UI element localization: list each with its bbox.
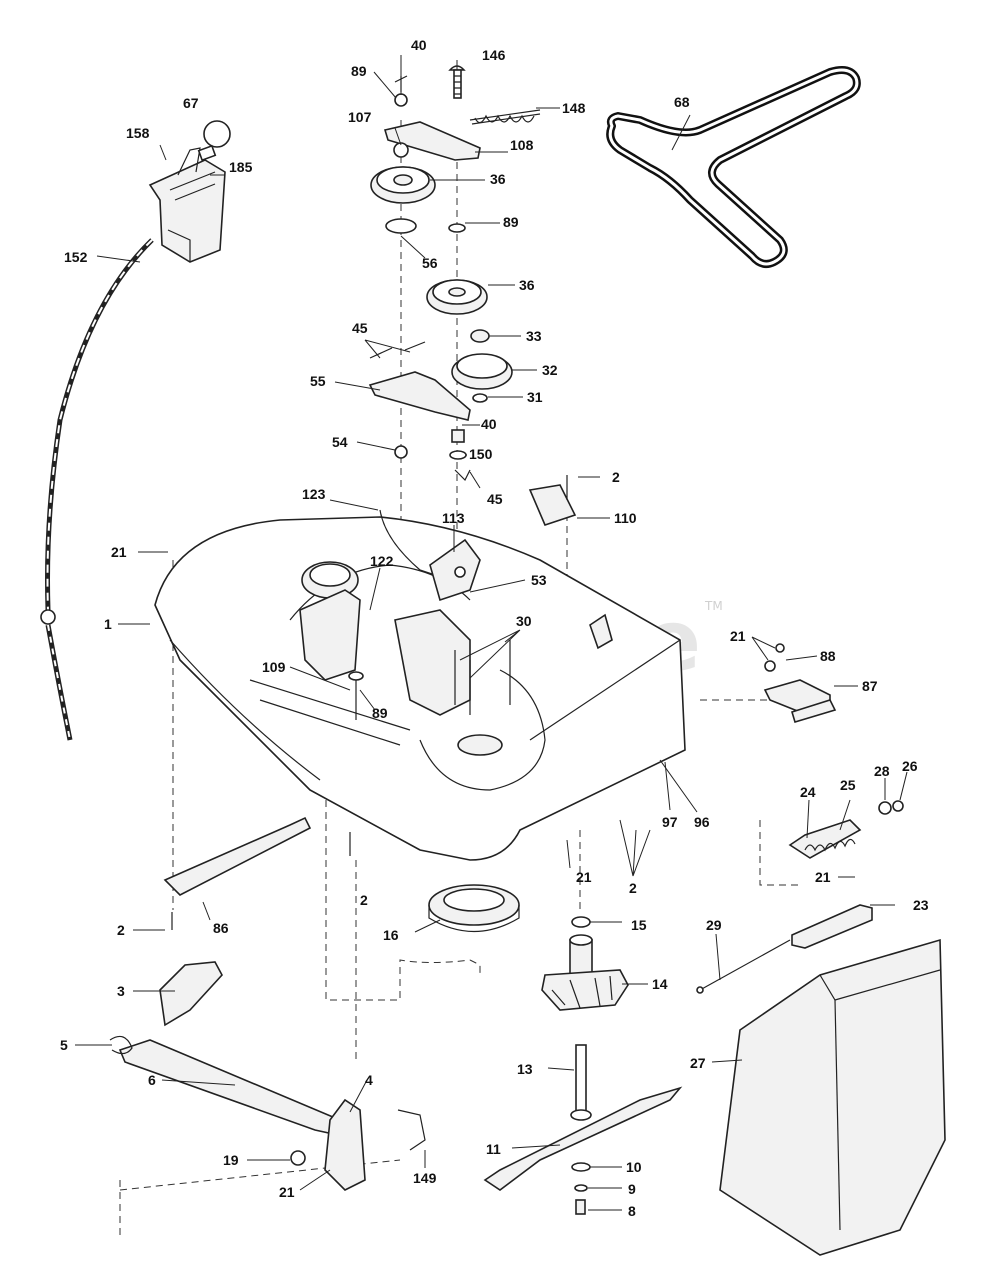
label-part-21: 21 [576,869,592,885]
label-part-1: 1 [104,616,112,632]
label-part-45: 45 [487,491,503,507]
label-part-16: 16 [383,927,399,943]
label-part-24: 24 [800,784,816,800]
label-part-108: 108 [510,137,534,153]
label-part-13: 13 [517,1061,533,1077]
label-part-110: 110 [614,510,637,526]
height-lever-assembly [148,120,231,263]
label-part-21: 21 [730,628,746,644]
label-part-36: 36 [490,171,506,187]
label-part-55: 55 [310,373,326,389]
label-part-150: 150 [469,446,493,462]
label-part-32: 32 [542,362,558,378]
label-part-67: 67 [183,95,199,111]
label-part-185: 185 [229,159,253,175]
label-part-26: 26 [902,758,918,774]
label-part-152: 152 [64,249,88,265]
label-part-27: 27 [690,1055,706,1071]
label-part-53: 53 [531,572,547,588]
label-part-158: 158 [126,125,150,141]
label-part-36: 36 [519,277,535,293]
belt-part-68 [606,66,861,268]
label-part-5: 5 [60,1037,68,1053]
label-part-88: 88 [820,648,836,664]
label-part-31: 31 [527,389,543,405]
label-part-149: 149 [413,1170,437,1186]
chute-hinge-parts [696,800,904,994]
label-part-15: 15 [631,917,647,933]
label-part-2: 2 [117,922,125,938]
label-part-23: 23 [913,897,929,913]
label-part-89: 89 [351,63,367,79]
label-part-11: 11 [486,1141,501,1157]
label-part-68: 68 [674,94,690,110]
label-part-40: 40 [411,37,427,53]
label-part-96: 96 [694,814,710,830]
label-part-14: 14 [652,976,668,992]
label-part-2: 2 [360,892,368,908]
spindle-blade-assembly [483,916,683,1215]
label-part-8: 8 [628,1203,636,1219]
cable-part-152 [40,238,154,741]
label-part-87: 87 [862,678,878,694]
discharge-chute-part-27 [719,938,946,1256]
label-part-2: 2 [612,469,620,485]
idler-arm-hardware [368,65,541,482]
label-part-6: 6 [148,1072,156,1088]
label-part-21: 21 [815,869,831,885]
label-part-107: 107 [348,109,372,125]
label-part-9: 9 [628,1181,636,1197]
label-part-97: 97 [662,814,678,830]
spacer-part-16 [428,884,520,933]
label-part-25: 25 [840,777,856,793]
part-number-labels: 40 146 89 148 107 108 67 158 185 36 68 8… [60,37,929,1219]
label-part-30: 30 [516,613,532,629]
lift-linkage-parts [109,961,426,1191]
label-part-122: 122 [370,553,394,569]
label-part-89: 89 [503,214,519,230]
label-part-21: 21 [111,544,127,560]
deck-bracket-parts [299,475,613,720]
label-part-4: 4 [365,1072,373,1088]
rear-bracket-part-87 [763,643,837,723]
label-part-148: 148 [562,100,586,116]
stiffener-part-86 [163,816,351,930]
label-part-40: 40 [481,416,497,432]
label-part-109: 109 [262,659,286,675]
label-part-29: 29 [706,917,722,933]
label-part-19: 19 [223,1152,239,1168]
label-part-10: 10 [626,1159,642,1175]
label-part-21: 21 [279,1184,295,1200]
label-part-3: 3 [117,983,125,999]
trademark-mark: TM [704,599,723,613]
label-part-28: 28 [874,763,890,779]
label-part-45: 45 [352,320,368,336]
label-part-2: 2 [629,880,637,896]
label-part-54: 54 [332,434,348,450]
label-part-89: 89 [372,705,388,721]
label-part-33: 33 [526,328,542,344]
label-part-146: 146 [482,47,506,63]
label-part-56: 56 [422,255,438,271]
leader-lines [75,55,908,1211]
label-part-123: 123 [302,486,326,502]
label-part-113: 113 [442,510,465,526]
label-part-86: 86 [213,920,229,936]
